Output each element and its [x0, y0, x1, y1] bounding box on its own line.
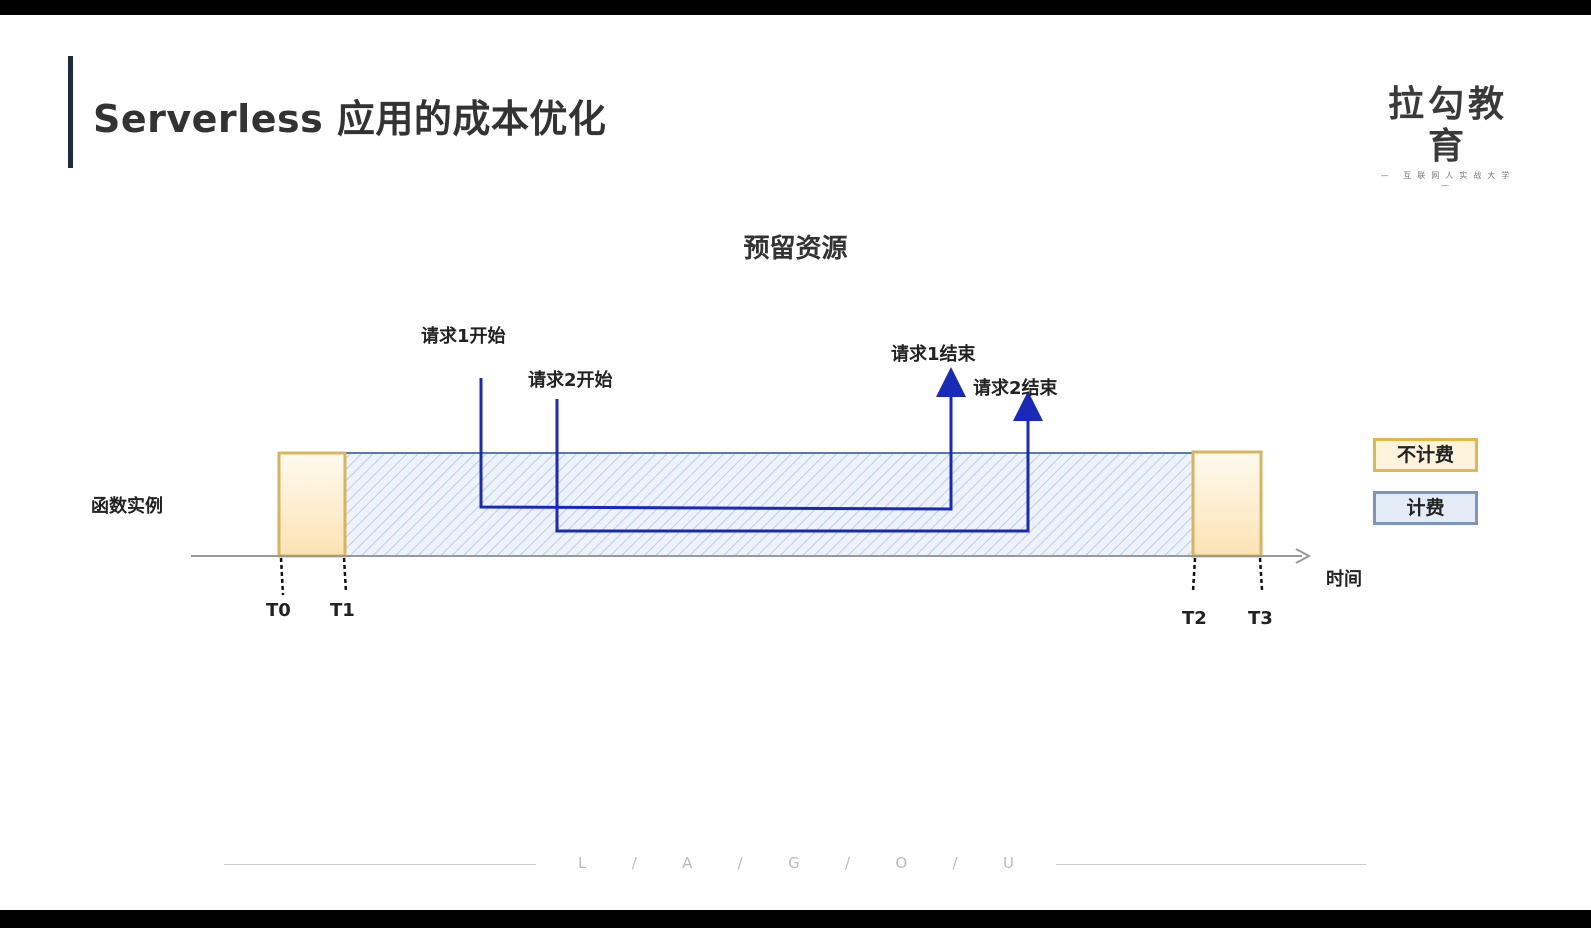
- legend-billed: 计费: [1373, 491, 1478, 525]
- footer-letter: O: [895, 854, 908, 872]
- footer-line-left: [224, 864, 536, 865]
- unbilled-box-start: [277, 451, 347, 558]
- footer-letter: L: [578, 854, 587, 872]
- footer-separator: /: [631, 854, 637, 872]
- time-mark-t2: T2: [1182, 608, 1207, 629]
- request-1-end-label: 请求1结束: [891, 344, 976, 365]
- function-instance-label: 函数实例: [91, 496, 163, 517]
- tick-t1: [342, 557, 348, 593]
- bottom-letterbox: [0, 910, 1591, 928]
- tick-t2: [1191, 557, 1197, 593]
- footer-letter: G: [788, 854, 800, 872]
- time-mark-t0: T0: [266, 600, 291, 621]
- request-1-line: [479, 367, 966, 511]
- logo-main-text: 拉勾教育: [1387, 84, 1508, 167]
- footer-line-right: [1056, 864, 1366, 865]
- footer-brand-letters: L / A / G / O / U: [578, 854, 1014, 872]
- request-2-end-label: 请求2结束: [973, 378, 1058, 399]
- logo-tagline: — 互联网人实战大学 —: [1380, 171, 1516, 190]
- footer-letter: A: [682, 854, 693, 872]
- footer-separator: /: [737, 854, 743, 872]
- footer-letter: U: [1002, 854, 1014, 872]
- unbilled-box-end: [1191, 450, 1263, 558]
- billed-band: [344, 452, 1194, 557]
- request-2-line: [555, 391, 1043, 533]
- title-accent-bar: [68, 56, 73, 168]
- request-1-start-label: 请求1开始: [421, 326, 506, 347]
- time-axis-label: 时间: [1326, 569, 1362, 590]
- request-2-start-label: 请求2开始: [528, 370, 613, 391]
- time-axis-arrow-icon: [1295, 548, 1312, 564]
- top-letterbox: [0, 0, 1591, 15]
- legend-unbilled: 不计费: [1373, 438, 1478, 472]
- footer-separator: /: [845, 854, 851, 872]
- tick-t0: [279, 557, 285, 596]
- slide-title: Serverless 应用的成本优化: [93, 97, 607, 141]
- footer-separator: /: [952, 854, 958, 872]
- diagram-title: 预留资源: [743, 234, 848, 264]
- tick-t3: [1258, 557, 1264, 591]
- brand-logo: 拉勾教育 — 互联网人实战大学 —: [1372, 84, 1524, 190]
- time-mark-t1: T1: [330, 600, 355, 621]
- time-mark-t3: T3: [1248, 608, 1273, 629]
